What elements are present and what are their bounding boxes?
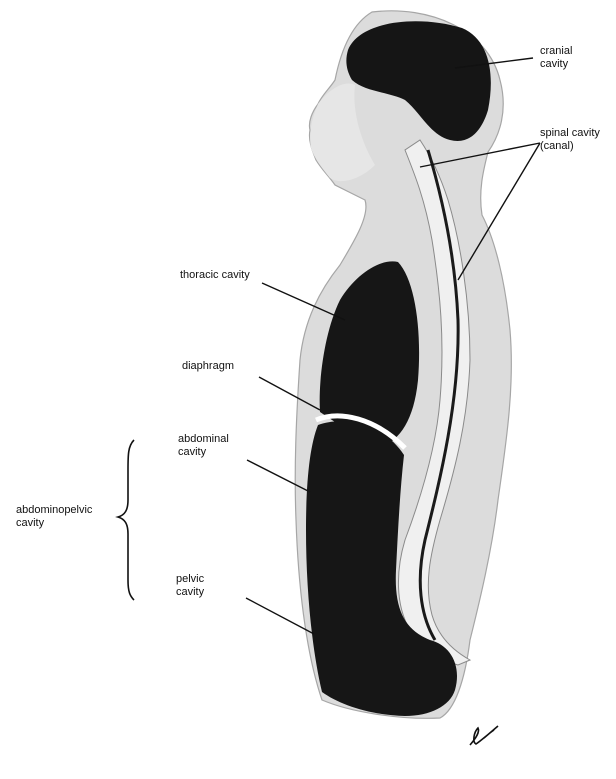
label-spinal-cavity: spinal cavity (canal) <box>540 127 600 153</box>
label-abdominopelvic-cavity: abdominopelvic cavity <box>16 504 92 530</box>
artist-signature <box>470 726 498 745</box>
label-pelvic-cavity: pelvic cavity <box>176 573 204 599</box>
abdominopelvic-brace <box>118 440 134 600</box>
label-diaphragm: diaphragm <box>182 360 234 373</box>
label-thoracic-cavity: thoracic cavity <box>180 269 250 282</box>
label-abdominal-cavity: abdominal cavity <box>178 433 229 459</box>
label-cranial-cavity: cranial cavity <box>540 45 572 71</box>
